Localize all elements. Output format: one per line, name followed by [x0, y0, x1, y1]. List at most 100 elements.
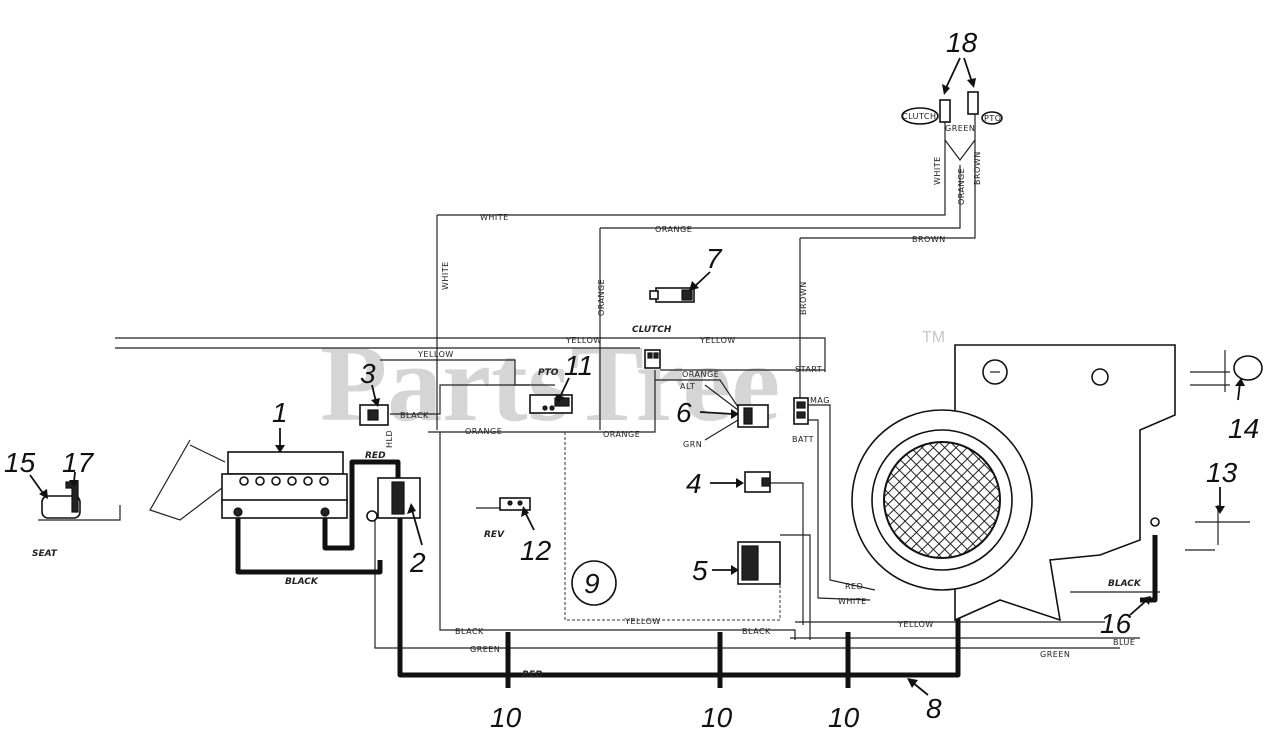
wire-label-yellow-mid: YELLOW: [565, 336, 602, 345]
label-start: START: [795, 365, 822, 374]
battery-strap: [149, 439, 226, 521]
wire-label-green-18: GREEN: [945, 124, 975, 133]
cable-battery-black: [235, 515, 383, 575]
wire-white-top: [437, 165, 946, 216]
wire-label-green-bottom-right: GREEN: [1040, 650, 1070, 659]
key-switch: [737, 397, 809, 428]
cable-battery-red: [322, 459, 401, 551]
label-grn: GRN: [683, 440, 702, 449]
label-seat: SEAT: [32, 549, 58, 559]
wire-yellow-long-1: [115, 337, 826, 372]
wire-label-orange-18: ORANGE: [957, 168, 966, 205]
wire-label-black-3: BLACK: [400, 411, 429, 420]
callout-12: 12: [520, 535, 552, 566]
callout-10-c: 10: [828, 702, 860, 733]
seat-switch: [38, 481, 121, 521]
wire-label-white-top: WHITE: [480, 213, 509, 222]
wire-alt: [704, 384, 739, 411]
wire-label-yellow-right: YELLOW: [897, 620, 934, 629]
connector-14: [1190, 350, 1263, 392]
label-pto: PTO: [538, 368, 559, 378]
wire-label-brown-top: BROWN: [912, 235, 946, 244]
label-plug-pto: PTO: [984, 114, 1002, 123]
cable-red-bottom: [397, 515, 961, 678]
callout-numbers: 1 2 3 4 5 6 7 8 9 10 10 10 11 12 13 14 1…: [4, 27, 1259, 733]
wire-label-orange-top: ORANGE: [655, 225, 692, 234]
engine: [851, 344, 1176, 622]
callout-9: 9: [584, 568, 600, 599]
wire-label-white-18: WHITE: [933, 156, 942, 185]
callout-13: 13: [1206, 457, 1238, 488]
wire-18-green: [944, 139, 976, 161]
label-batt: BATT: [792, 435, 814, 444]
wire-orange-6: [655, 379, 741, 411]
module-5: [737, 541, 781, 585]
wire-label-blue: BLUE: [1113, 638, 1135, 647]
wire-label-red-engine: RED: [845, 582, 863, 591]
solenoid: [366, 477, 421, 522]
wire-grn: [704, 419, 739, 441]
plugs-18: [901, 91, 1003, 125]
wire-label-yellow-bottom: YELLOW: [624, 617, 661, 626]
wire-4: [770, 482, 804, 625]
wire-black-bottom: [439, 432, 796, 640]
connector-13: [1185, 505, 1250, 551]
callout-16: 16: [1100, 608, 1132, 639]
wire-label-white-vert: WHITE: [441, 261, 450, 290]
watermark-text: PartsTree: [320, 322, 780, 444]
wire-orange-top: [600, 165, 961, 229]
clutch-switch: [649, 287, 695, 303]
label-mag: MAG: [810, 396, 830, 405]
wire-label-yellow-left: YELLOW: [417, 350, 454, 359]
wire-label-white-engine: WHITE: [838, 597, 867, 606]
rectifier: [744, 471, 771, 493]
pto-switch: [529, 394, 573, 414]
wire-label-brown-18: BROWN: [973, 151, 982, 185]
battery: [221, 451, 348, 519]
wire-label-orange-vert: ORANGE: [597, 279, 606, 316]
wire-batt-white: [808, 419, 871, 601]
wire-label-green-bottom-left: GREEN: [470, 645, 500, 654]
callout-10-a: 10: [490, 702, 522, 733]
label-hld: HLD: [385, 430, 394, 448]
callout-7: 7: [706, 243, 723, 274]
wire-labels: WHITE WHITE WHITE ORANGE ORANGE ORANGE O…: [285, 124, 1142, 680]
callout-4: 4: [686, 468, 702, 499]
part-labels: SEAT REV PTO CLUTCH CLUTCH PTO START ALT…: [32, 112, 1002, 559]
wire-label-black-battery: BLACK: [285, 577, 319, 587]
reverse-switch: [476, 497, 531, 511]
harness-ring: [571, 560, 617, 606]
watermark-tm: TM: [922, 329, 945, 346]
wire-5: [780, 534, 811, 640]
wire-label-red-bottom: RED: [522, 670, 543, 680]
wire-mag-red: [808, 404, 876, 591]
wire-label-orange-pto-left: ORANGE: [465, 427, 502, 436]
callout-3: 3: [360, 358, 376, 389]
wire-label-black-bottom-mid: BLACK: [742, 627, 771, 636]
callout-17: 17: [62, 447, 95, 478]
wire-label-black-bottom-left: BLACK: [455, 627, 484, 636]
callout-10-b: 10: [701, 702, 733, 733]
label-plug-clutch: CLUTCH: [902, 112, 937, 121]
wire-label-yellow-clutch: YELLOW: [699, 336, 736, 345]
wire-black-3: [390, 384, 530, 415]
wire-label-red-top: RED: [365, 451, 386, 461]
cable-16: [1140, 535, 1158, 603]
relay-3: [359, 404, 389, 426]
wire-label-brown-vert: BROWN: [799, 281, 808, 315]
wire-label-black-16: BLACK: [1108, 579, 1142, 589]
callout-6: 6: [676, 397, 692, 428]
heavy-cables: [235, 459, 1158, 688]
callout-14: 14: [1228, 413, 1259, 444]
callout-2: 2: [409, 547, 426, 578]
callout-8: 8: [926, 693, 942, 724]
label-clutch: CLUTCH: [632, 325, 672, 335]
thin-wires: [115, 110, 1160, 649]
label-rev: REV: [484, 530, 505, 540]
wire-yellow-left: [380, 359, 555, 386]
callout-11: 11: [564, 350, 593, 381]
callout-5: 5: [692, 555, 708, 586]
callout-18: 18: [946, 27, 978, 58]
wire-label-orange-pto-right: ORANGE: [603, 430, 640, 439]
